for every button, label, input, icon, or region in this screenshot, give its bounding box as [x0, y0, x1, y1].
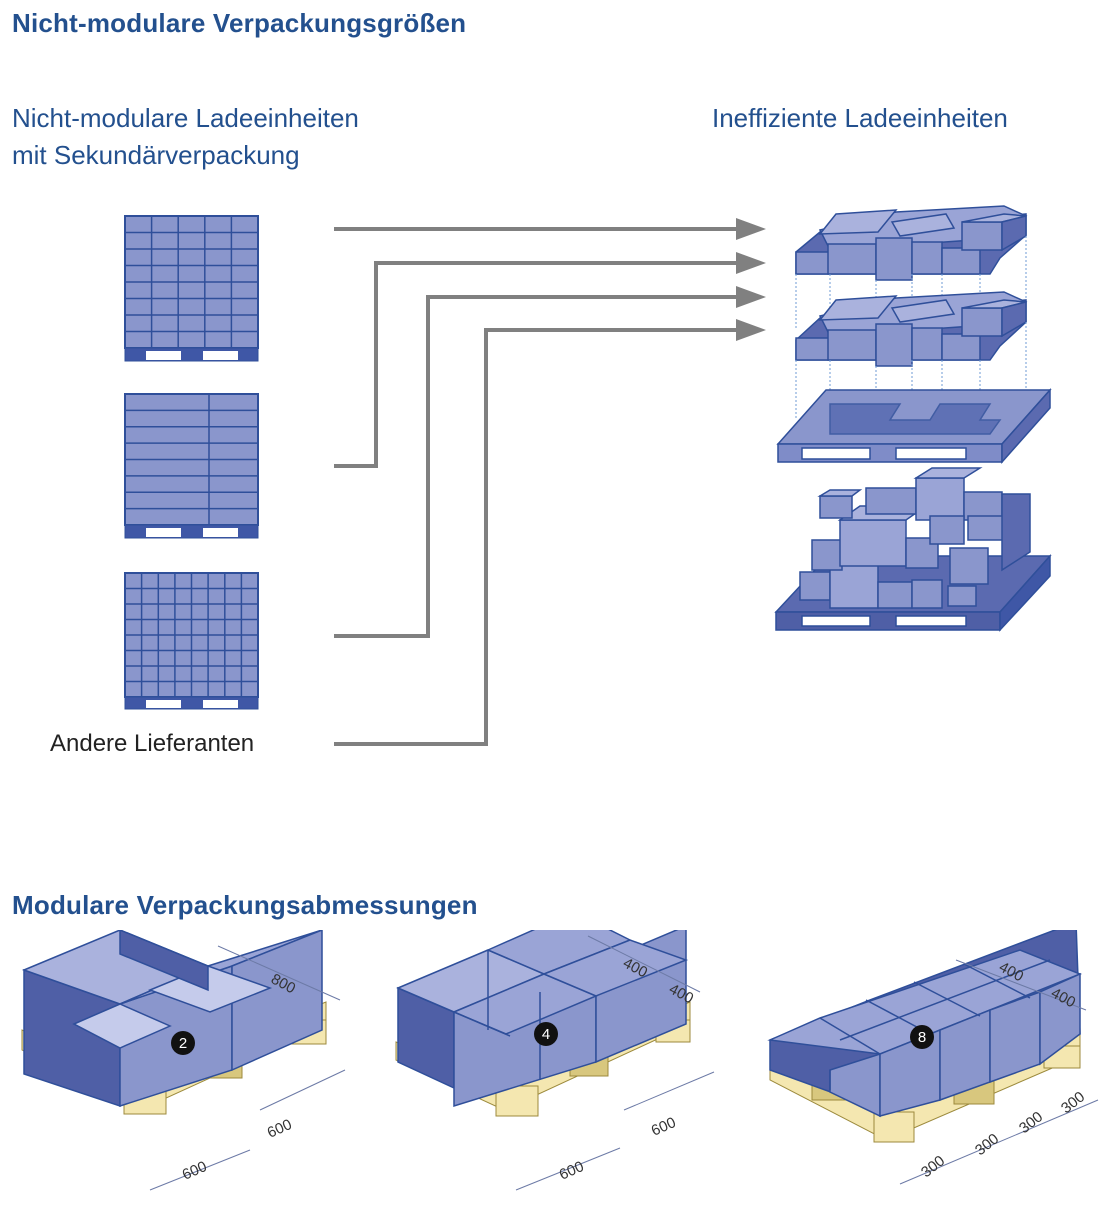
dim-300-4: 300	[1058, 1088, 1088, 1117]
dim-600-front: 600	[180, 1158, 210, 1184]
modular-pallet-2: 800 600 600 2	[21, 930, 346, 1191]
left-heading-line1: Nicht-modulare Ladeeinheiten	[12, 103, 359, 133]
right-heading: Ineffiziente Ladeeinheiten	[712, 103, 1008, 133]
count-badge-8: 8	[918, 1029, 926, 1046]
pallet-stack-3	[124, 572, 259, 710]
modular-pallet-8: 400 400 300 300 300 300 8	[767, 930, 1099, 1185]
left-heading: Nicht-modulare Ladeeinheiten mit Sekundä…	[12, 100, 359, 174]
pallet-stack-1	[124, 215, 259, 362]
count-badge-4: 4	[542, 1026, 550, 1043]
flow-arrows	[334, 225, 745, 746]
inefficient-layer-2	[795, 291, 1028, 367]
messy-stacked-pallet	[774, 467, 1052, 632]
dim-600-front-p4: 600	[557, 1158, 587, 1184]
non-modular-diagram	[124, 205, 1052, 746]
footprint-pallet	[776, 388, 1052, 464]
arrow-3	[334, 293, 745, 638]
inefficient-layer-1	[795, 205, 1028, 281]
other-suppliers-label: Andere Lieferanten	[50, 730, 255, 757]
dim-600-side-p4: 600	[649, 1114, 679, 1140]
section-title-non-modular: Nicht-modulare Verpackungsgrößen	[12, 8, 467, 38]
arrow-4	[334, 326, 745, 746]
modular-diagram: 800 600 600 2 400	[21, 930, 1099, 1191]
dim-600-side: 600	[265, 1116, 295, 1142]
pallet-stack-2	[124, 393, 259, 539]
count-badge-2: 2	[179, 1035, 187, 1052]
dim-300-2: 300	[972, 1130, 1002, 1159]
arrow-2	[334, 259, 745, 468]
section-title-modular: Modulare Verpackungsabmessungen	[12, 890, 478, 920]
arrowheads	[736, 218, 766, 341]
modular-pallet-4: 400 400 600 600 4	[395, 930, 715, 1191]
left-heading-line2: mit Sekundärverpackung	[12, 140, 300, 170]
dim-300-1: 300	[918, 1152, 948, 1181]
